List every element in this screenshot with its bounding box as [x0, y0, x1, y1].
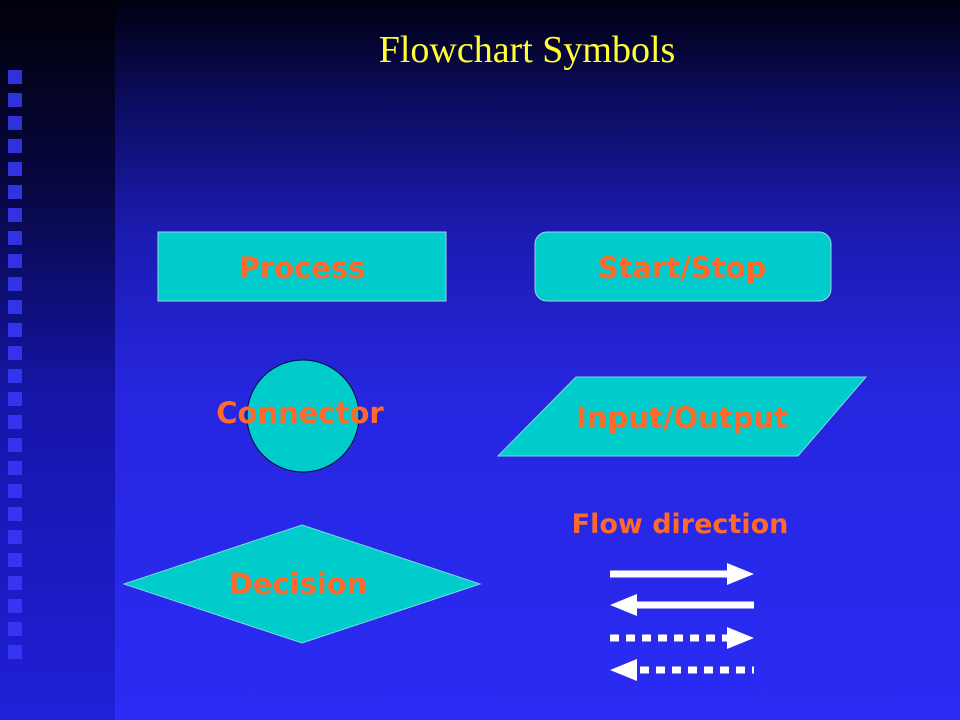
- decorative-square: [8, 392, 22, 406]
- decorative-square: [8, 277, 22, 291]
- decision-shape: [122, 524, 482, 644]
- decorative-square: [8, 254, 22, 268]
- flow-direction-label: Flow direction: [572, 509, 789, 540]
- decorative-square: [8, 208, 22, 222]
- solid-arrow-left-icon: [610, 594, 637, 616]
- decorative-square: [8, 415, 22, 429]
- input-output-shape: [496, 376, 868, 457]
- decorative-square: [8, 116, 22, 130]
- dotted-arrow-left-icon: [610, 659, 637, 681]
- process-shape: [157, 231, 447, 302]
- decorative-square: [8, 139, 22, 153]
- connector-shape: [246, 359, 360, 473]
- decorative-square: [8, 530, 22, 544]
- dotted-arrow-right-icon: [727, 627, 754, 649]
- decorative-square: [8, 346, 22, 360]
- decision-symbol: Decision: [122, 524, 482, 644]
- decorative-square: [8, 93, 22, 107]
- decorative-square: [8, 576, 22, 590]
- decorative-square: [8, 369, 22, 383]
- decorative-square: [8, 599, 22, 613]
- decorative-square: [8, 185, 22, 199]
- decorative-square: [8, 323, 22, 337]
- connector-symbol: Connector: [216, 359, 384, 473]
- process-symbol: Process: [157, 231, 447, 302]
- decorative-square: [8, 553, 22, 567]
- decorative-square: [8, 162, 22, 176]
- decorative-square: [8, 438, 22, 452]
- decorative-square: [8, 622, 22, 636]
- start-stop-shape: [534, 231, 832, 302]
- connector-label: Connector: [216, 396, 384, 430]
- decorative-square: [8, 70, 22, 84]
- slide-title: Flowchart Symbols: [378, 29, 676, 71]
- input-output-symbol: Input/Output: [496, 376, 868, 457]
- process-label: Process: [239, 251, 366, 285]
- decorative-square: [8, 231, 22, 245]
- start-stop-label: Start/Stop: [598, 251, 767, 285]
- decorative-square: [8, 507, 22, 521]
- decorative-side-strip: [0, 0, 115, 720]
- flow-arrows: [610, 563, 754, 681]
- decision-label: Decision: [229, 567, 368, 601]
- decorative-square: [8, 461, 22, 475]
- start-stop-symbol: Start/Stop: [534, 231, 832, 302]
- decorative-square-column: [8, 70, 24, 668]
- decorative-square: [8, 300, 22, 314]
- decorative-square: [8, 484, 22, 498]
- decorative-square: [8, 645, 22, 659]
- solid-arrow-right-icon: [727, 563, 754, 585]
- input-output-label: Input/Output: [576, 401, 788, 435]
